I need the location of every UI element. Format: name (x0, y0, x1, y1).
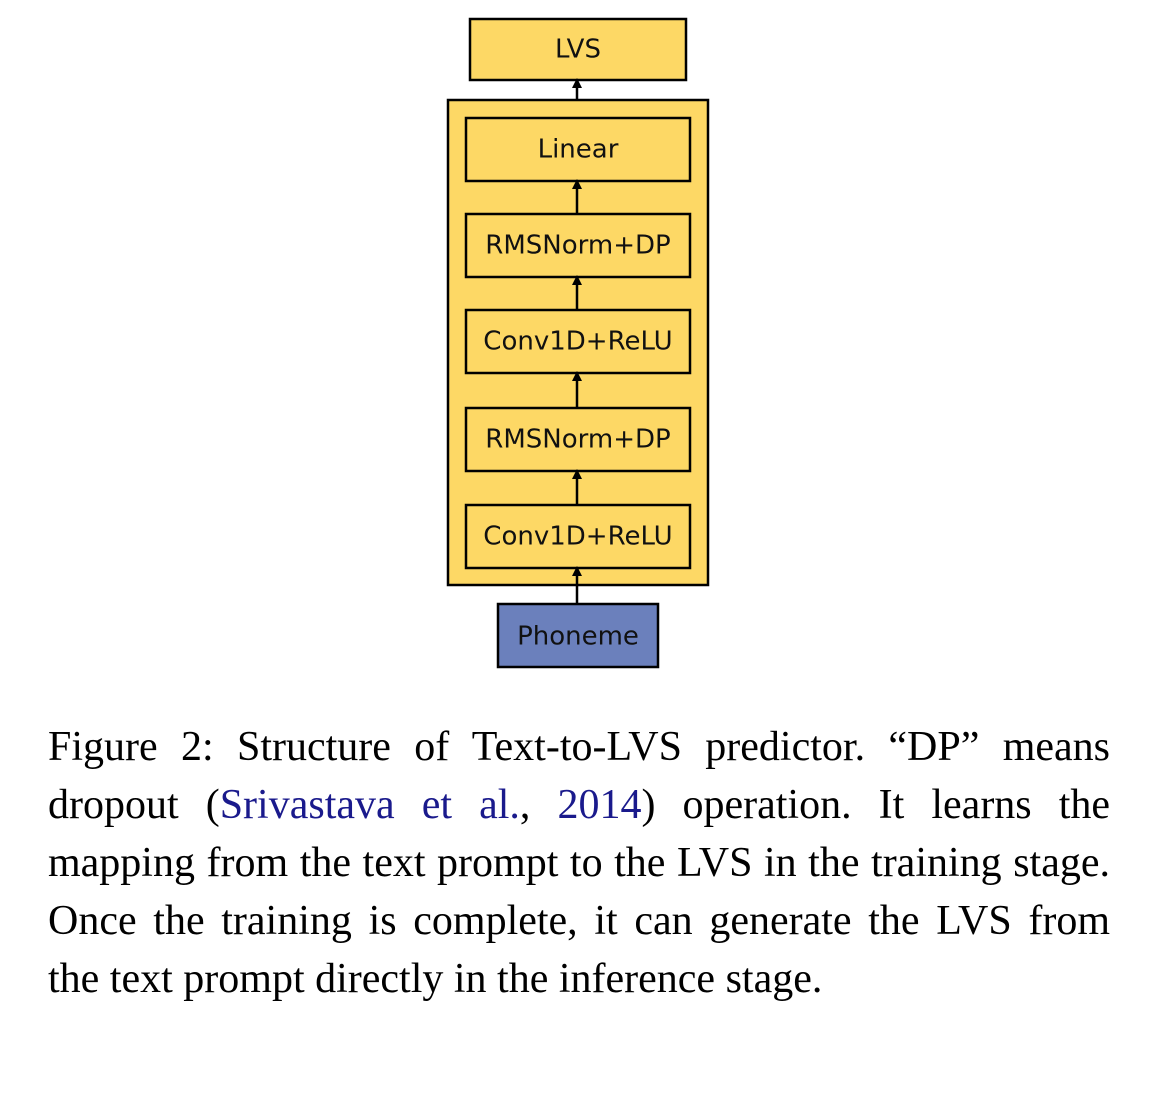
caption-prefix: Figure 2: Structure of Text-to-LVS predi… (48, 724, 1110, 828)
layer-conv1d-relu-2: Conv1D+ReLU (464, 503, 692, 570)
output-node-label: LVS (555, 35, 601, 65)
layer-label: Linear (538, 135, 619, 165)
citation-author-link[interactable]: Srivastava et al. (219, 782, 520, 828)
predictor-diagram: LVS Linear RMSNorm+DP Conv1D+ReLU RMSNor… (446, 17, 710, 669)
figure-caption: Figure 2: Structure of Text-to-LVS predi… (48, 718, 1110, 1008)
layer-label: RMSNorm+DP (485, 425, 670, 455)
citation-separator: , (519, 782, 558, 828)
citation-year-link[interactable]: 2014 (557, 782, 642, 828)
layer-conv1d-relu-1: Conv1D+ReLU (464, 308, 692, 375)
layer-label: RMSNorm+DP (485, 231, 670, 261)
layer-rmsnorm-dp-1: RMSNorm+DP (464, 212, 692, 279)
input-node-label: Phoneme (517, 622, 639, 652)
layer-rmsnorm-dp-2: RMSNorm+DP (464, 406, 692, 473)
layer-label: Conv1D+ReLU (483, 522, 672, 552)
layer-linear: Linear (464, 116, 692, 183)
input-node-phoneme: Phoneme (496, 602, 660, 669)
caption-suffix: ) operation. It learns the mapping from … (48, 782, 1111, 1002)
layer-label: Conv1D+ReLU (483, 327, 672, 357)
output-node-lvs: LVS (468, 17, 688, 82)
